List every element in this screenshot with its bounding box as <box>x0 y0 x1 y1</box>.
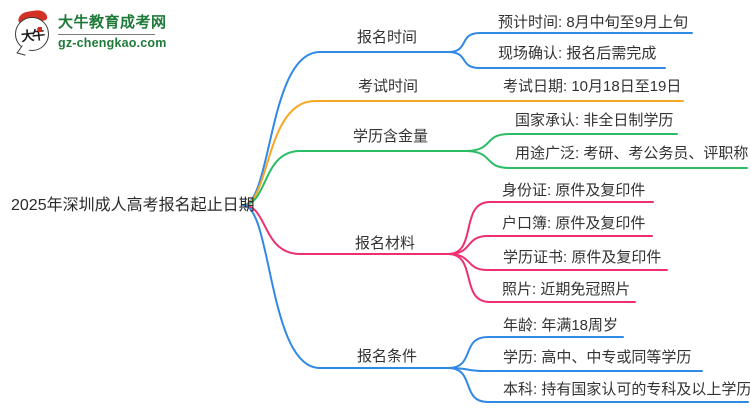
branch-node-requirements[interactable]: 报名条件 <box>357 348 418 365</box>
child-node-id-card[interactable]: 身份证: 原件及复印件 <box>502 182 646 199</box>
site-logo[interactable]: 大牛 大牛教育成考网 gz-chengkao.com <box>12 9 167 60</box>
child-node-onsite-confirm[interactable]: 现场确认: 报名后需完成 <box>498 45 657 62</box>
child-node-photo[interactable]: 照片: 近期免冠照片 <box>502 281 631 298</box>
logo-bubble-tail <box>16 45 31 56</box>
child-node-expected-time[interactable]: 预计时间: 8月中旬至9月上旬 <box>498 14 689 31</box>
child-line-education <box>447 367 703 372</box>
branch-node-degree-value[interactable]: 学历含金量 <box>353 128 429 145</box>
branch-line-materials <box>242 204 449 255</box>
branch-line-requirements <box>242 204 449 369</box>
logo-seal-icon <box>38 27 42 32</box>
child-node-bachelor[interactable]: 本科: 持有国家认可的专科及以上学历 <box>503 381 750 398</box>
branch-line-degree-value <box>242 150 466 206</box>
child-node-exam-date[interactable]: 考试日期: 10月18日至19日 <box>503 78 682 95</box>
child-node-age[interactable]: 年龄: 年满18周岁 <box>503 317 619 334</box>
logo-mark-icon: 大牛 <box>12 9 54 60</box>
branch-node-exam-time[interactable]: 考试时间 <box>358 78 419 95</box>
logo-divider <box>58 34 155 35</box>
center-node[interactable]: 2025年深圳成人高考报名起止日期 <box>11 197 255 214</box>
child-node-state-recognized[interactable]: 国家承认: 非全日制学历 <box>515 112 674 129</box>
child-node-education[interactable]: 学历: 高中、中专或同等学历 <box>503 349 692 366</box>
logo-bubble-icon: 大牛 <box>15 17 49 51</box>
branch-node-materials[interactable]: 报名材料 <box>355 235 416 252</box>
child-node-diploma[interactable]: 学历证书: 原件及复印件 <box>503 249 662 266</box>
child-node-household-register[interactable]: 户口簿: 原件及复印件 <box>502 215 646 232</box>
logo-site-name: 大牛教育成考网 <box>58 14 167 31</box>
child-node-wide-use[interactable]: 用途广泛: 考研、考公务员、评职称 <box>515 145 749 162</box>
logo-site-url: gz-chengkao.com <box>58 36 167 50</box>
logo-text-block: 大牛教育成考网 gz-chengkao.com <box>58 10 167 50</box>
branch-node-registration-time[interactable]: 报名时间 <box>357 29 418 46</box>
